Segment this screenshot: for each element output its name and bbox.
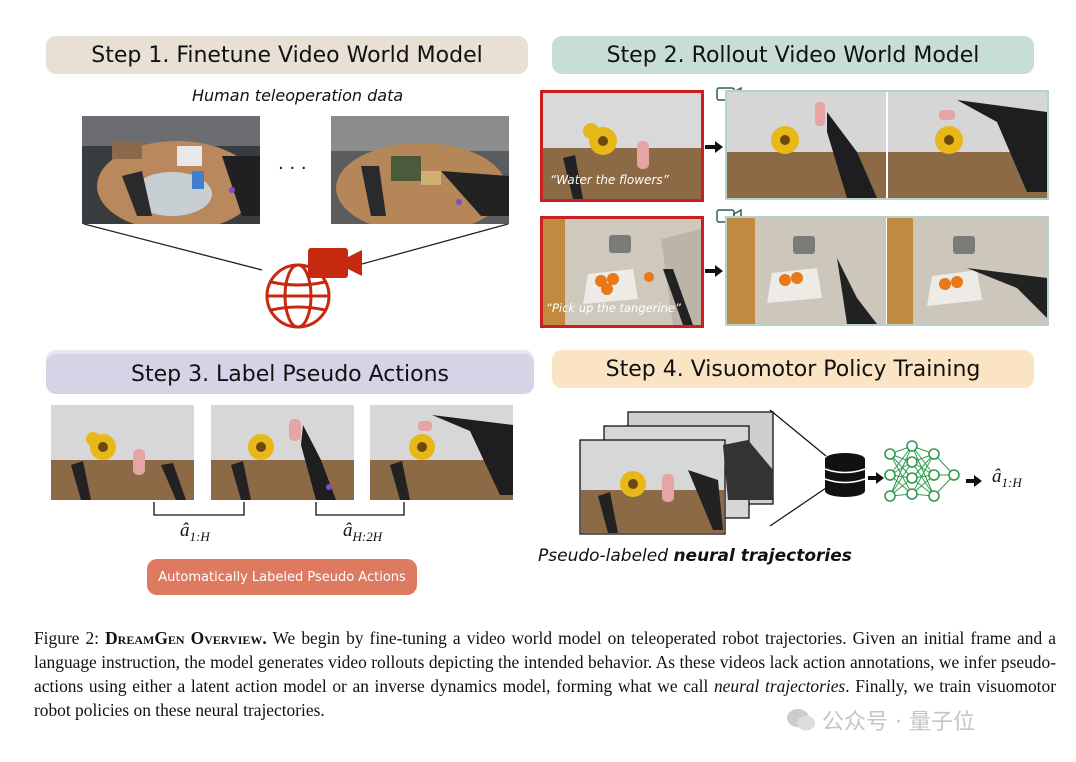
- figure-caption: Figure 2: DreamGen Overview. We begin by…: [34, 626, 1056, 722]
- caption-italic: neural trajectories: [713, 676, 846, 696]
- policy-output-label: â1:H: [992, 466, 1022, 490]
- globe-camera-icon: [265, 248, 362, 329]
- step2-header: Step 2. Rollout Video World Model: [552, 36, 1034, 74]
- rollout-water: [725, 90, 1049, 200]
- rollout-frame-1: [51, 405, 194, 500]
- wechat-icon: [786, 708, 816, 738]
- step3-header: Step 3. Label Pseudo Actions: [46, 354, 534, 394]
- pseudo-actions-pill: Automatically Labeled Pseudo Actions: [147, 559, 417, 595]
- step1-connectors: [83, 223, 509, 271]
- ellipsis: · · ·: [278, 158, 307, 179]
- action-label-2: âH:2H: [343, 520, 383, 544]
- step3-title: Step 3. Label Pseudo Actions: [130, 361, 449, 387]
- initial-frame-water: [540, 90, 704, 202]
- initial-frame-tangerine: [540, 216, 704, 328]
- teleop-frame-2: [331, 116, 509, 224]
- rollout-frame-3: [370, 405, 513, 500]
- neural-network-icon: [884, 440, 962, 514]
- video-world-model-icon: [262, 242, 366, 332]
- step4-caption-bold: neural trajectories: [673, 546, 852, 566]
- prompt-tangerine: “Pick up the tangerine”: [546, 301, 681, 315]
- action-label-1: â1:H: [180, 520, 210, 544]
- action-brackets: [153, 502, 405, 516]
- rollout-tangerine: [725, 216, 1049, 326]
- step1-subtitle: Human teleoperation data: [192, 86, 404, 105]
- neural-trajectory-stack: [578, 410, 778, 538]
- arrow-icon-3: [868, 469, 884, 488]
- prompt-water: “Water the flowers”: [550, 173, 669, 187]
- caption-prefix: Figure 2:: [34, 628, 106, 648]
- rollout-frame-2: [211, 405, 354, 500]
- step2-title: Step 2. Rollout Video World Model: [606, 42, 980, 68]
- arrow-icon-2: [705, 262, 723, 281]
- caption-text-1: We begin by fine-tuning a video world mo…: [34, 628, 1056, 696]
- caption-title: DreamGen Overview.: [105, 628, 267, 648]
- step4-title: Step 4. Visuomotor Policy Training: [605, 356, 981, 382]
- database-icon: [824, 452, 866, 502]
- step1-header: Step 1. Finetune Video World Model: [46, 36, 528, 74]
- teleop-frame-1: [82, 116, 260, 224]
- watermark: 公众号 · 量子位: [786, 704, 975, 738]
- step1-title: Step 1. Finetune Video World Model: [91, 42, 483, 68]
- watermark-text: 公众号 · 量子位: [822, 710, 975, 735]
- step4-caption: Pseudo-labeled neural trajectories: [538, 546, 852, 566]
- arrow-icon-1: [705, 138, 723, 157]
- caption-text-2: . Finally, we train visuomotor robot pol…: [34, 676, 1056, 720]
- pseudo-actions-pill-label: Automatically Labeled Pseudo Actions: [158, 569, 406, 585]
- arrow-icon-4: [966, 472, 982, 491]
- step4-header: Step 4. Visuomotor Policy Training: [552, 350, 1034, 388]
- zoom-lines: [769, 409, 827, 527]
